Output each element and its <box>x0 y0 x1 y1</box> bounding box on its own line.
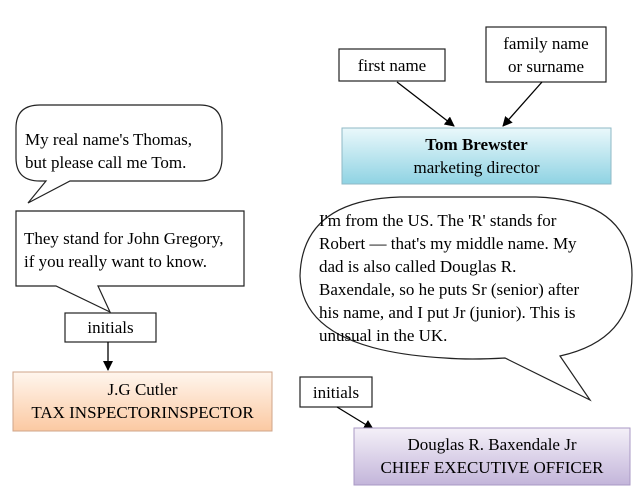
bubble-line: I'm from the US. The 'R' stands for <box>319 211 557 230</box>
first-name-box <box>338 48 446 82</box>
speech-bubble-douglas-shape <box>299 196 633 402</box>
first-name-arrow <box>396 81 455 127</box>
bubble-line: My real name's Thomas, <box>25 130 193 149</box>
family-name-line: or surname <box>507 57 584 76</box>
speech-bubble-initials-text: They stand for John Gregory, if you real… <box>24 227 224 273</box>
bubble-line: unusual in the UK. <box>319 326 448 345</box>
family-name-arrow <box>502 81 543 127</box>
initials-label-right: initials <box>312 383 360 402</box>
card-title: CHIEF EXECUTIVE OFFICER <box>380 458 604 477</box>
card-jg-cutler-shape <box>12 371 273 432</box>
bubble-line: Robert — that's my middle name. My <box>319 234 577 253</box>
card-name: Tom Brewster <box>425 135 528 154</box>
card-name: J.G Cutler <box>107 380 178 399</box>
initials-arrow-right <box>336 406 374 430</box>
card-name: Douglas R. Baxendale Jr <box>407 435 577 454</box>
initials-label-left: initials <box>87 318 134 337</box>
bubble-line: Baxendale, so he puts Sr (senior) after <box>319 280 580 299</box>
card-tom-brewster-shape <box>341 127 612 185</box>
bubble-line: They stand for John Gregory, <box>24 229 224 248</box>
card-douglas-baxendale: Douglas R. Baxendale Jr CHIEF EXECUTIVE … <box>354 433 630 479</box>
family-name-box <box>485 26 607 83</box>
speech-bubble-tom-text: My real name's Thomas, but please call m… <box>25 128 192 174</box>
card-jg-cutler: J.G Cutler TAX INSPECTORINSPECTOR <box>13 378 272 424</box>
speech-bubble-initials-shape <box>15 210 245 314</box>
first-name-label: first name <box>357 56 427 75</box>
bubble-line: dad is also called Douglas R. <box>319 257 517 276</box>
family-name-line: family name <box>503 34 589 53</box>
card-tom-brewster: Tom Brewster marketing director <box>342 133 611 179</box>
bubble-line: if you really want to know. <box>24 252 208 271</box>
family-name-label: family name or surname <box>486 32 606 78</box>
card-title: TAX INSPECTORINSPECTOR <box>31 403 254 422</box>
initials-box-left <box>64 312 157 343</box>
speech-bubble-tom-shape <box>15 104 223 204</box>
card-title: marketing director <box>413 158 540 177</box>
card-douglas-shape <box>353 427 631 486</box>
bubble-line: his name, and I put Jr (junior). This is <box>319 303 576 322</box>
bubble-line: but please call me Tom. <box>25 153 187 172</box>
speech-bubble-douglas-text: I'm from the US. The 'R' stands for Robe… <box>319 209 579 347</box>
initials-box-right <box>299 376 373 408</box>
